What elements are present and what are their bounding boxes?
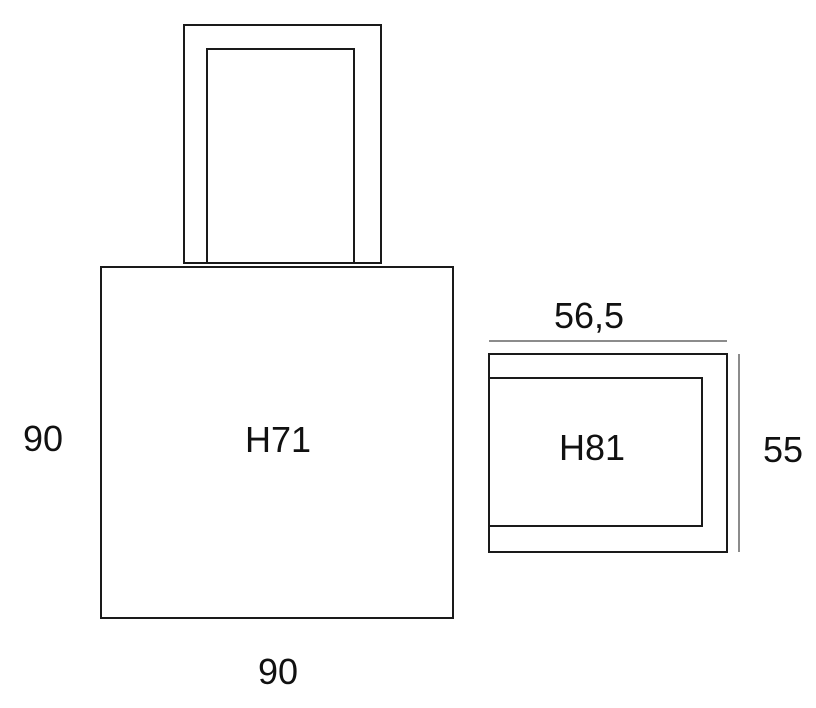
armchair-top-view: H81 xyxy=(488,353,728,553)
armchair-height-label: H81 xyxy=(559,427,625,468)
chair-top-view xyxy=(183,24,382,264)
chair-seat xyxy=(206,48,355,264)
armchair-seat xyxy=(488,377,703,527)
armchair-depth-dimension: 55 xyxy=(763,429,803,470)
armchair-width-dimension: 56,5 xyxy=(554,295,624,336)
table-height-label: H71 xyxy=(245,419,311,460)
table-top-view: H71 xyxy=(100,266,454,619)
table-depth-dimension: 90 xyxy=(23,418,63,459)
chair-outer-frame xyxy=(183,24,382,264)
table-outline xyxy=(100,266,454,619)
table-width-dimension: 90 xyxy=(258,651,298,692)
